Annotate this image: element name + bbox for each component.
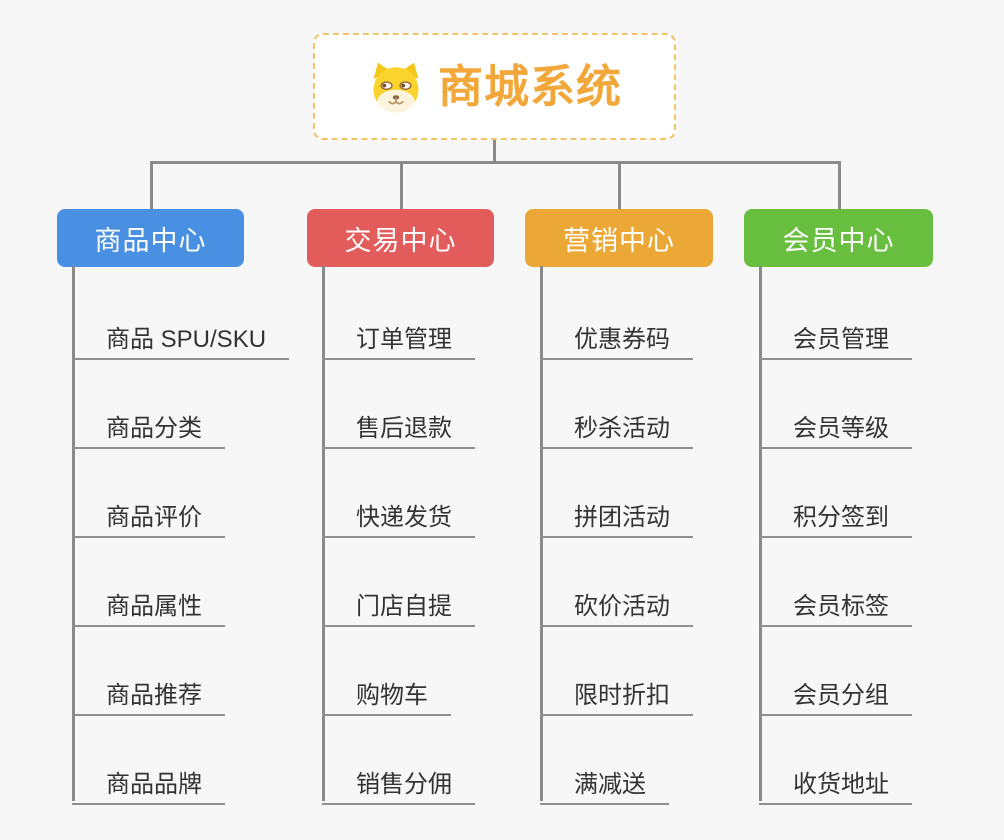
leaf-item[interactable]: 拼团活动 xyxy=(540,492,693,538)
leaf-item[interactable]: 限时折扣 xyxy=(540,670,693,716)
leaf-item[interactable]: 商品分类 xyxy=(72,403,225,449)
branch-node[interactable]: 商品中心 xyxy=(57,209,244,267)
leaf-item[interactable]: 会员等级 xyxy=(759,403,912,449)
connector-branch-stub xyxy=(149,161,153,209)
leaf-item[interactable]: 订单管理 xyxy=(322,314,475,360)
branch-node[interactable]: 营销中心 xyxy=(525,209,713,267)
connector-branch-stub xyxy=(837,161,841,209)
connector-column-line xyxy=(72,266,75,801)
leaf-item[interactable]: 商品推荐 xyxy=(72,670,225,716)
leaf-item[interactable]: 会员分组 xyxy=(759,670,912,716)
leaf-item[interactable]: 积分签到 xyxy=(759,492,912,538)
leaf-item[interactable]: 商品属性 xyxy=(72,581,225,627)
root-title: 商城系统 xyxy=(437,61,622,112)
connector-root-stub xyxy=(493,140,496,164)
connector-column-line xyxy=(322,266,325,801)
leaf-item[interactable]: 购物车 xyxy=(322,670,451,716)
leaf-item[interactable]: 会员管理 xyxy=(759,314,912,360)
leaf-item[interactable]: 砍价活动 xyxy=(540,581,693,627)
leaf-item[interactable]: 商品评价 xyxy=(72,492,225,538)
connector-horizontal-rail xyxy=(149,161,841,164)
leaf-item[interactable]: 商品品牌 xyxy=(72,759,225,805)
root-node[interactable]: 商城系统 xyxy=(313,33,676,140)
leaf-item[interactable]: 会员标签 xyxy=(759,581,912,627)
connector-column-line xyxy=(540,266,543,801)
leaf-item[interactable]: 商品 SPU/SKU xyxy=(72,314,290,360)
branch-node[interactable]: 会员中心 xyxy=(744,209,933,267)
branch-node[interactable]: 交易中心 xyxy=(307,209,494,267)
leaf-item[interactable]: 优惠券码 xyxy=(540,314,693,360)
connector-column-line xyxy=(759,266,762,801)
dog-face-icon xyxy=(373,62,419,112)
leaf-item[interactable]: 门店自提 xyxy=(322,581,475,627)
leaf-item[interactable]: 满减送 xyxy=(540,759,669,805)
leaf-item[interactable]: 秒杀活动 xyxy=(540,403,693,449)
leaf-item[interactable]: 售后退款 xyxy=(322,403,475,449)
leaf-item[interactable]: 收货地址 xyxy=(759,759,912,805)
leaf-item[interactable]: 快递发货 xyxy=(322,492,475,538)
leaf-item[interactable]: 销售分佣 xyxy=(322,759,475,805)
connector-branch-stub xyxy=(618,161,621,209)
connector-branch-stub xyxy=(399,161,403,209)
